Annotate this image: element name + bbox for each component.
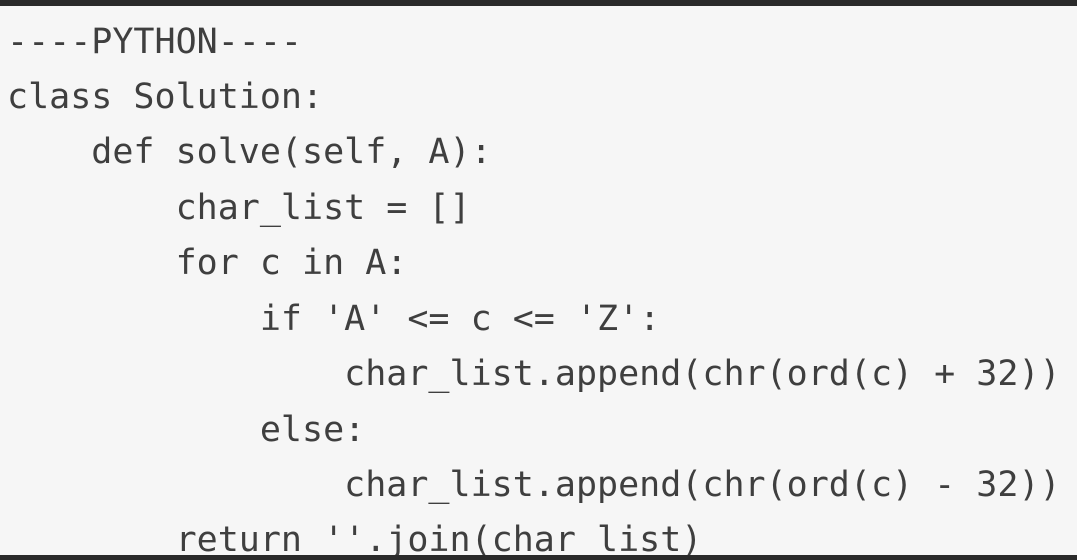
code-line-6: if 'A' <= c <= 'Z': <box>7 299 661 339</box>
code-line-9: char_list.append(chr(ord(c) - 32)) <box>7 465 1061 505</box>
code-line-4: char_list = [] <box>7 188 471 228</box>
code-line-8: else: <box>7 410 366 450</box>
code-line-2: class Solution: <box>7 77 324 117</box>
code-line-5: for c in A: <box>7 243 408 283</box>
code-panel: ----PYTHON---- class Solution: def solve… <box>0 6 1077 555</box>
code-line-1: ----PYTHON---- <box>7 22 303 62</box>
code-line-10: return ''.join(char_list) <box>7 520 703 555</box>
code-line-3: def solve(self, A): <box>7 132 492 172</box>
code-line-7: char_list.append(chr(ord(c) + 32)) <box>7 354 1061 394</box>
